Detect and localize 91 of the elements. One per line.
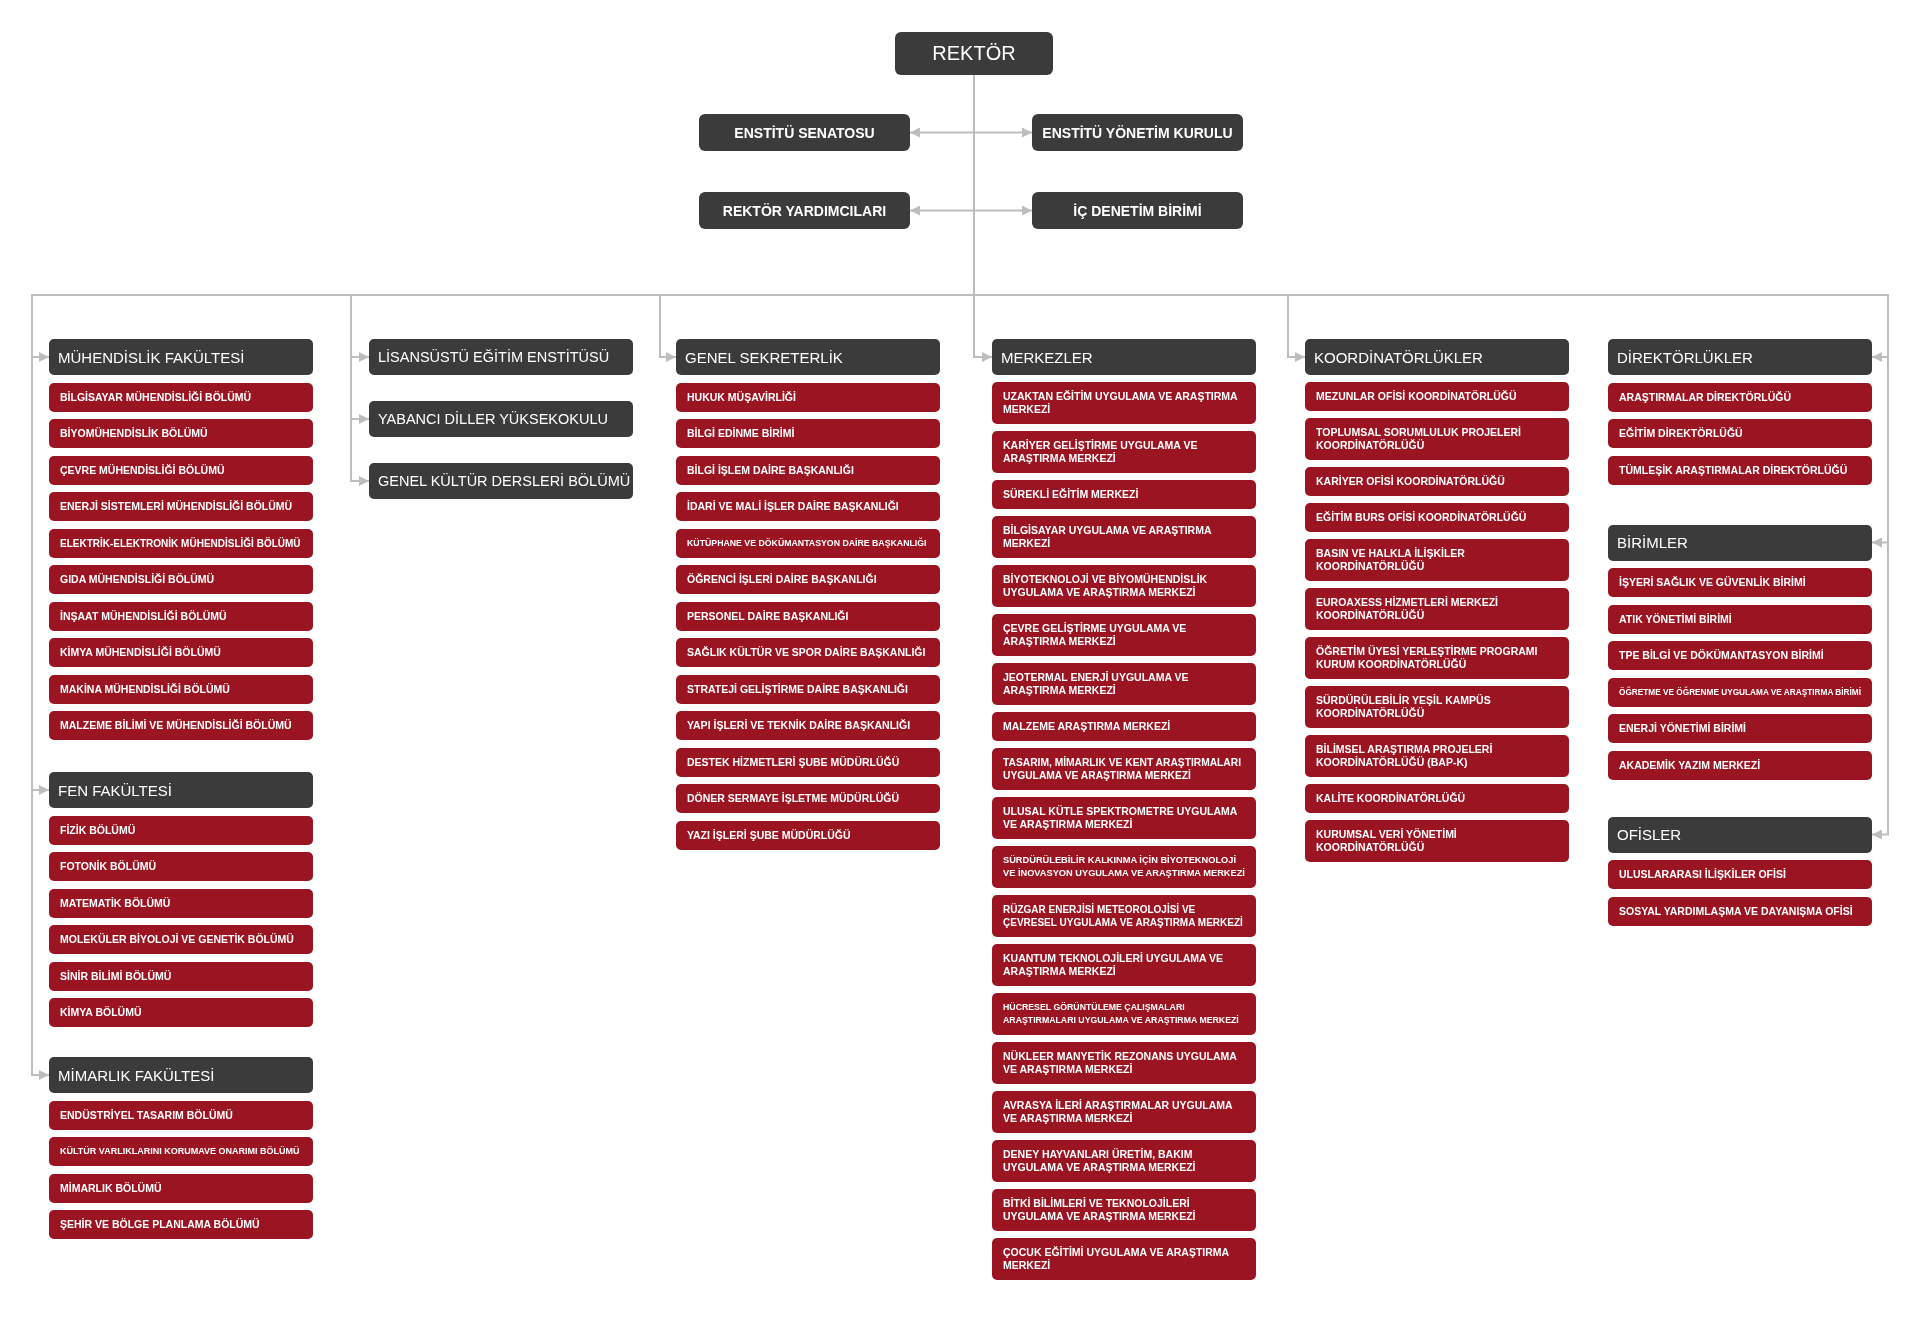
section-header: BİRİMLER xyxy=(1608,524,1872,561)
unit-box: KÜLTÜR VARLIKLARINI KORUMAVE ONARIMI BÖLÜMÜ xyxy=(49,1137,313,1166)
unit-box: BİYOMÜHENDİSLİK BÖLÜMÜ xyxy=(49,419,313,448)
unit-box: DENEY HAYVANLARI ÜRETİM, BAKIM UYGULAMA VE ARAŞTIRMA MERKEZİ xyxy=(992,1140,1256,1182)
unit-box: ÇEVRE MÜHENDİSLİĞİ BÖLÜMÜ xyxy=(49,455,313,485)
section-header: MÜHENDİSLİK FAKÜLTESİ xyxy=(49,339,313,375)
unit-box: MALZEME ARAŞTIRMA MERKEZİ xyxy=(992,712,1256,741)
section-header: FEN FAKÜLTESİ xyxy=(49,772,313,808)
unit-box: KİMYA MÜHENDİSLİĞİ BÖLÜMÜ xyxy=(49,638,313,667)
section-header: LİSANSÜSTÜ EĞİTİM ENSTİTÜSÜ xyxy=(369,339,633,375)
unit-box: TOPLUMSAL SORUMLULUK PROJELERİ KOORDİNATÖRLÜĞÜ xyxy=(1305,418,1569,460)
unit-box: FOTONİK BÖLÜMÜ xyxy=(49,852,313,881)
section-header: YABANCI DİLLER YÜKSEKOKULU xyxy=(369,401,633,437)
unit-box: KARİYER GELİŞTİRME UYGULAMA VE ARAŞTIRMA MERKEZİ xyxy=(992,431,1256,473)
position-box: İÇ DENETİM BİRİMİ xyxy=(1032,192,1243,229)
unit-box: EĞİTİM DİREKTÖRLÜĞÜ xyxy=(1608,419,1872,448)
unit-box: HUKUK MÜŞAVİRLİĞİ xyxy=(676,382,940,412)
unit-box: ATIK YÖNETİMİ BİRİMİ xyxy=(1608,604,1872,634)
position-box: REKTÖR YARDIMCILARI xyxy=(699,192,910,229)
unit-box: YAZI İŞLERİ ŞUBE MÜDÜRLÜĞÜ xyxy=(676,820,940,850)
unit-box: STRATEJİ GELİŞTİRME DAİRE BAŞKANLIĞI xyxy=(676,674,940,704)
unit-box: FİZİK BÖLÜMÜ xyxy=(49,815,313,845)
unit-box: DÖNER SERMAYE İŞLETME MÜDÜRLÜĞÜ xyxy=(676,784,940,813)
unit-box: GIDA MÜHENDİSLİĞİ BÖLÜMÜ xyxy=(49,565,313,594)
unit-box: ÇOCUK EĞİTİMİ UYGULAMA VE ARAŞTIRMA MERKEZİ xyxy=(992,1238,1256,1280)
section-header: GENEL SEKRETERLİK xyxy=(676,339,940,375)
unit-box: BASIN VE HALKLA İLİŞKİLER KOORDİNATÖRLÜĞÜ xyxy=(1305,539,1569,581)
unit-box: İŞYERİ SAĞLIK VE GÜVENLİK BİRİMİ xyxy=(1608,568,1872,597)
unit-box: BİLGİ EDİNME BİRİMİ xyxy=(676,419,940,448)
unit-box: ELEKTRİK-ELEKTRONİK MÜHENDİSLİĞİ BÖLÜMÜ xyxy=(49,528,313,558)
unit-box: PERSONEL DAİRE BAŞKANLIĞI xyxy=(676,601,940,631)
unit-box: ENERJİ SİSTEMLERİ MÜHENDİSLİĞİ BÖLÜMÜ xyxy=(49,492,313,521)
unit-box: İDARİ VE MALİ İŞLER DAİRE BAŞKANLIĞI xyxy=(676,492,940,521)
unit-box: MAKİNA MÜHENDİSLİĞİ BÖLÜMÜ xyxy=(49,674,313,704)
unit-box: İNŞAAT MÜHENDİSLİĞİ BÖLÜMÜ xyxy=(49,601,313,631)
unit-box: YAPI İŞLERİ VE TEKNİK DAİRE BAŞKANLIĞI xyxy=(676,711,940,740)
unit-box: ÖĞRENCİ İŞLERİ DAİRE BAŞKANLIĞI xyxy=(676,565,940,594)
unit-box: ÖĞRETME VE ÖĞRENME UYGULAMA VE ARAŞTIRMA BİRİMİ xyxy=(1608,677,1872,707)
unit-box: BİLGİSAYAR MÜHENDİSLİĞİ BÖLÜMÜ xyxy=(49,382,313,412)
unit-box: SİNİR BİLİMİ BÖLÜMÜ xyxy=(49,961,313,991)
unit-box: ÖĞRETİM ÜYESİ YERLEŞTİRME PROGRAMI KURUM KOORDİNATÖRLÜĞÜ xyxy=(1305,637,1569,679)
section-header: GENEL KÜLTÜR DERSLERİ BÖLÜMÜ xyxy=(369,463,633,499)
unit-box: KUANTUM TEKNOLOJİLERİ UYGULAMA VE ARAŞTIRMA MERKEZİ xyxy=(992,944,1256,986)
unit-box: DESTEK HİZMETLERİ ŞUBE MÜDÜRLÜĞÜ xyxy=(676,747,940,777)
unit-box: KİMYA BÖLÜMÜ xyxy=(49,998,313,1027)
section-header: OFİSLER xyxy=(1608,816,1872,853)
unit-box: ÇEVRE GELİŞTİRME UYGULAMA VE ARAŞTIRMA MERKEZİ xyxy=(992,614,1256,656)
unit-box: ENERJİ YÖNETİMİ BİRİMİ xyxy=(1608,714,1872,743)
unit-box: BİLGİSAYAR UYGULAMA VE ARAŞTIRMA MERKEZİ xyxy=(992,516,1256,558)
unit-box: HÜCRESEL GÖRÜNTÜLEME ÇALIŞMALARI ARAŞTIRMALARI UYGULAMA VE ARAŞTIRMA MERKEZİ xyxy=(992,993,1256,1035)
unit-box: ARAŞTIRMALAR DİREKTÖRLÜĞÜ xyxy=(1608,382,1872,412)
unit-box: AKADEMİK YAZIM MERKEZİ xyxy=(1608,750,1872,780)
unit-box: ENDÜSTRİYEL TASARIM BÖLÜMÜ xyxy=(49,1100,313,1130)
position-box: ENSTİTÜ SENATOSU xyxy=(699,114,910,151)
unit-box: MOLEKÜLER BİYOLOJİ VE GENETİK BÖLÜMÜ xyxy=(49,925,313,954)
unit-box: MATEMATİK BÖLÜMÜ xyxy=(49,888,313,918)
unit-box: KURUMSAL VERİ YÖNETİMİ KOORDİNATÖRLÜĞÜ xyxy=(1305,820,1569,862)
unit-box: EĞİTİM BURS OFİSİ KOORDİNATÖRLÜĞÜ xyxy=(1305,503,1569,532)
section-header: KOORDİNATÖRLÜKLER xyxy=(1305,339,1569,375)
unit-box: MALZEME BİLİMİ VE MÜHENDİSLİĞİ BÖLÜMÜ xyxy=(49,711,313,740)
unit-box: ŞEHİR VE BÖLGE PLANLAMA BÖLÜMÜ xyxy=(49,1210,313,1239)
unit-box: TASARIM, MİMARLIK VE KENT ARAŞTIRMALARI UYGULAMA VE ARAŞTIRMA MERKEZİ xyxy=(992,748,1256,790)
unit-box: RÜZGAR ENERJİSİ METEOROLOJİSİ VE ÇEVRESEL UYGULAMA VE ARAŞTIRMA MERKEZİ xyxy=(992,895,1256,937)
unit-box: BİLİMSEL ARAŞTIRMA PROJELERİ KOORDİNATÖRLÜĞÜ (BAP-K) xyxy=(1305,735,1569,777)
unit-box: ULUSLARARASI İLİŞKİLER OFİSİ xyxy=(1608,860,1872,889)
head-position-box: REKTÖR xyxy=(895,32,1053,75)
section-header: DİREKTÖRLÜKLER xyxy=(1608,339,1872,375)
position-box: ENSTİTÜ YÖNETİM KURULU xyxy=(1032,114,1243,151)
unit-box: KALİTE KOORDİNATÖRLÜĞÜ xyxy=(1305,784,1569,813)
unit-box: TÜMLEŞİK ARAŞTIRMALAR DİREKTÖRLÜĞÜ xyxy=(1608,455,1872,485)
unit-box: AVRASYA İLERİ ARAŞTIRMALAR UYGULAMA VE ARAŞTIRMA MERKEZİ xyxy=(992,1091,1256,1133)
unit-box: BİYOTEKNOLOJİ VE BİYOMÜHENDİSLİK UYGULAMA VE ARAŞTIRMA MERKEZİ xyxy=(992,565,1256,607)
section-header: MERKEZLER xyxy=(992,339,1256,375)
unit-box: SÜREKLİ EĞİTİM MERKEZİ xyxy=(992,480,1256,509)
unit-box: SÜRDÜRÜLEBİLİR YEŞİL KAMPÜS KOORDİNATÖRLÜĞÜ xyxy=(1305,686,1569,728)
unit-box: EUROAXESS HİZMETLERİ MERKEZİ KOORDİNATÖRLÜĞÜ xyxy=(1305,588,1569,630)
unit-box: TPE BİLGİ VE DÖKÜMANTASYON BİRİMİ xyxy=(1608,641,1872,670)
unit-box: UZAKTAN EĞİTİM UYGULAMA VE ARAŞTIRMA MERKEZİ xyxy=(992,382,1256,424)
unit-box: SAĞLIK KÜLTÜR VE SPOR DAİRE BAŞKANLIĞI xyxy=(676,638,940,667)
unit-box: KÜTÜPHANE VE DÖKÜMANTASYON DAİRE BAŞKANLIĞI xyxy=(676,528,940,558)
unit-box: BİLGİ İŞLEM DAİRE BAŞKANLIĞI xyxy=(676,455,940,485)
unit-box: BİTKİ BİLİMLERİ VE TEKNOLOJİLERİ UYGULAMA VE ARAŞTIRMA MERKEZİ xyxy=(992,1189,1256,1231)
unit-box: SOSYAL YARDIMLAŞMA VE DAYANIŞMA OFİSİ xyxy=(1608,896,1872,926)
unit-box: KARİYER OFİSİ KOORDİNATÖRLÜĞÜ xyxy=(1305,467,1569,496)
unit-box: ULUSAL KÜTLE SPEKTROMETRE UYGULAMA VE ARAŞTIRMA MERKEZİ xyxy=(992,797,1256,839)
unit-box: SÜRDÜRÜLEBİLİR KALKINMA İÇİN BİYOTEKNOLOJİ VE İNOVASYON UYGULAMA VE ARAŞTIRMA MERKEZİ xyxy=(992,846,1256,888)
unit-box: JEOTERMAL ENERJİ UYGULAMA VE ARAŞTIRMA MERKEZİ xyxy=(992,663,1256,705)
section-header: MİMARLIK FAKÜLTESİ xyxy=(49,1057,313,1093)
unit-box: NÜKLEER MANYETİK REZONANS UYGULAMA VE ARAŞTIRMA MERKEZİ xyxy=(992,1042,1256,1084)
unit-box: MEZUNLAR OFİSİ KOORDİNATÖRLÜĞÜ xyxy=(1305,382,1569,411)
unit-box: MİMARLIK BÖLÜMÜ xyxy=(49,1173,313,1203)
